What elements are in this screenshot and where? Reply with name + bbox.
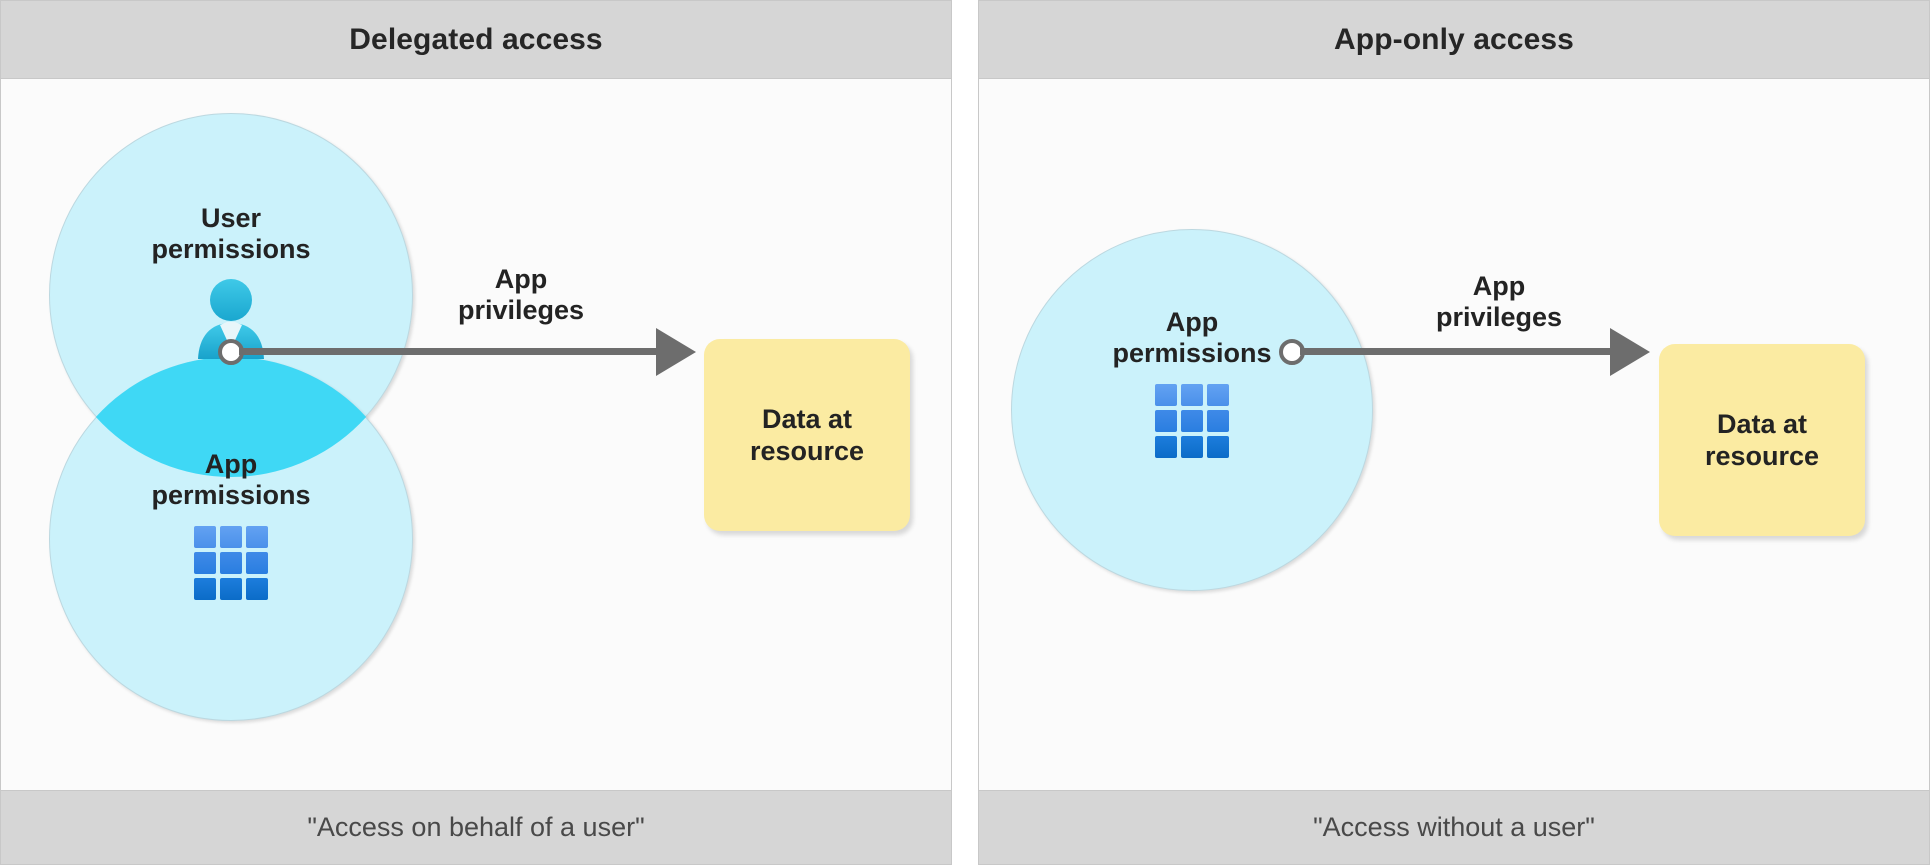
panel-body-delegated: User permissions: [1, 79, 951, 790]
arrow-app-privileges: App privileges: [1, 79, 951, 790]
circle-label-app-permissions: App permissions: [1112, 307, 1272, 368]
panel-delegated-access: Delegated access User permissions: [0, 0, 952, 865]
panel-caption-app-only: "Access without a user": [1313, 812, 1595, 842]
panel-body-app-only: App permissions: [979, 79, 1929, 790]
resource-label: Data at resource: [1704, 408, 1820, 471]
circle-content-user-permissions: User permissions: [49, 203, 413, 361]
panel-footer-app-only: "Access without a user": [979, 790, 1929, 864]
circle-content-app-permissions: App permissions: [1011, 307, 1373, 459]
arrow-app-privileges: App privileges: [979, 79, 1929, 790]
circle-content-app-permissions: App permissions: [49, 449, 413, 601]
panel-footer-delegated: "Access on behalf of a user": [1, 790, 951, 864]
panel-header-app-only: App-only access: [979, 1, 1929, 79]
resource-label: Data at resource: [749, 403, 865, 466]
panel-title-app-only: App-only access: [1334, 22, 1574, 56]
arrow-line: [239, 348, 659, 355]
circle-label-app-permissions: App permissions: [151, 449, 311, 510]
panel-caption-delegated: "Access on behalf of a user": [307, 812, 645, 842]
arrow-line: [1300, 348, 1613, 355]
arrow-label-app-privileges: App privileges: [1435, 271, 1563, 332]
arrow-head-icon: [656, 328, 696, 376]
arrow-head-icon: [1610, 328, 1650, 376]
panel-app-only-access: App-only access App permissions: [978, 0, 1930, 865]
panel-title-delegated: Delegated access: [349, 22, 603, 56]
circle-label-user-permissions: User permissions: [151, 203, 311, 264]
resource-box-data-at-resource: Data at resource: [1659, 344, 1865, 536]
grid-icon: [49, 525, 413, 601]
grid-icon: [1011, 383, 1373, 459]
arrow-label-app-privileges: App privileges: [457, 264, 585, 325]
resource-box-data-at-resource: Data at resource: [704, 339, 910, 531]
panel-header-delegated: Delegated access: [1, 1, 951, 79]
